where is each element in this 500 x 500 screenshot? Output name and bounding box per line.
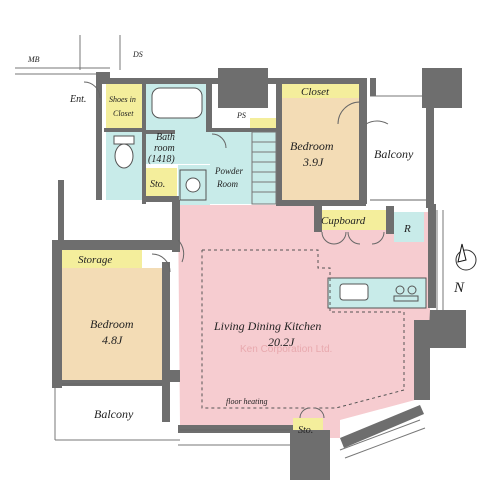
floor-heating-label: floor heating <box>226 397 268 406</box>
toilet-tank <box>113 135 135 145</box>
powder-label-2: Room <box>216 179 238 189</box>
shoes-closet-label-2: Closet <box>113 109 134 118</box>
north-arrow <box>455 243 477 276</box>
bedroom-upper-label-1: Bedroom <box>290 139 334 153</box>
bedroom-upper-floor <box>281 98 359 204</box>
ldk-label-2: 20.2J <box>268 335 295 349</box>
balcony-bottom-label: Balcony <box>94 407 134 421</box>
sto-upper-fill <box>145 168 177 198</box>
closet-fill <box>281 84 359 98</box>
toilet <box>114 143 134 169</box>
bath-label-1: Bath <box>156 132 175 143</box>
ldk-label-1: Living Dining Kitchen <box>213 319 321 333</box>
bedroom-lower-label-2: 4.8J <box>102 333 123 347</box>
ldk-floor <box>178 205 430 438</box>
watermark: Ken Corporation Ltd. <box>240 344 332 355</box>
sto-upper-label: Sto. <box>150 179 165 190</box>
bath-label-3: (1418) <box>148 154 175 165</box>
walls <box>52 68 466 480</box>
cupboard-fill <box>318 210 386 230</box>
washbasin-bowl <box>185 177 201 193</box>
ent-label: Ent. <box>69 94 86 105</box>
ps-label: PS <box>236 111 246 120</box>
bedroom-upper-label-2: 3.9J <box>302 155 324 169</box>
r-label: R <box>403 223 411 235</box>
r-fill <box>394 212 424 242</box>
outer-outline <box>15 35 444 459</box>
doors <box>83 81 389 419</box>
cupboard-label: Cupboard <box>321 215 366 227</box>
mb-label: MB <box>27 55 40 64</box>
bedroom-lower-floor <box>62 268 162 380</box>
powder-label-1: Powder <box>214 166 243 176</box>
windows <box>62 199 426 431</box>
powder-shelves <box>251 131 277 205</box>
bath-label-2: room <box>154 143 175 154</box>
bedroom-lower-label-1: Bedroom <box>90 317 134 331</box>
storage-label: Storage <box>78 254 112 266</box>
stove-panel <box>393 295 419 302</box>
sto-lower-label: Sto. <box>298 425 313 436</box>
kitchen-sink <box>339 283 369 301</box>
stove-burner <box>395 285 405 295</box>
shoes-closet-fill <box>106 84 144 130</box>
bathtub <box>151 87 203 119</box>
balcony-right-label: Balcony <box>374 147 414 161</box>
closet-label: Closet <box>301 86 330 98</box>
stove-burner <box>407 285 417 295</box>
shoes-closet-label-1: Shoes in <box>109 95 136 104</box>
storage-fill <box>62 250 142 268</box>
ds-label: DS <box>132 50 143 59</box>
ps-fill <box>250 118 280 130</box>
north-label: N <box>453 280 465 296</box>
